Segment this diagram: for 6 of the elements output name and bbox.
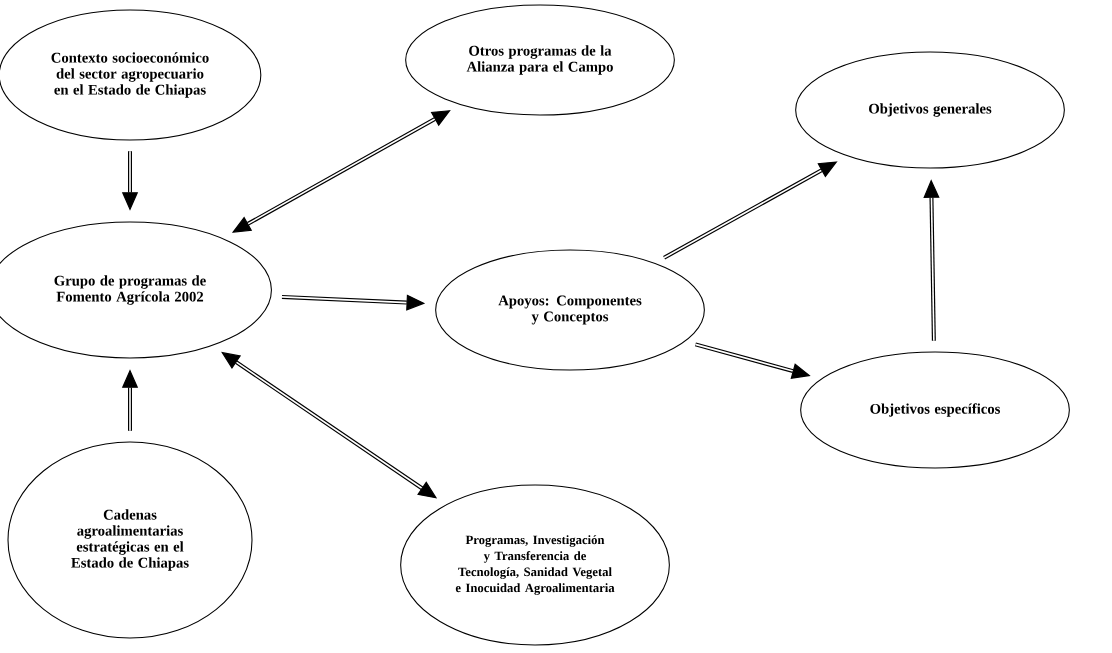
ellipse-node: Otros programas de la Alianza para el Campo (405, 4, 675, 116)
ellipse-node: Objetivos específicos (800, 351, 1070, 469)
ellipse-node: Programas, Investigación y Transferencia de Tecnología, Sanidad Vegetal e Inocuidad Agroalimentaria (400, 484, 670, 646)
ellipse-node: Apoyos: Componentes y Conceptos (435, 249, 705, 371)
ellipse-node: Objetivos generales (795, 51, 1065, 169)
ellipse-node: Cadenas agroalimentarias estratégicas en el Estado de Chiapas (7, 441, 253, 639)
